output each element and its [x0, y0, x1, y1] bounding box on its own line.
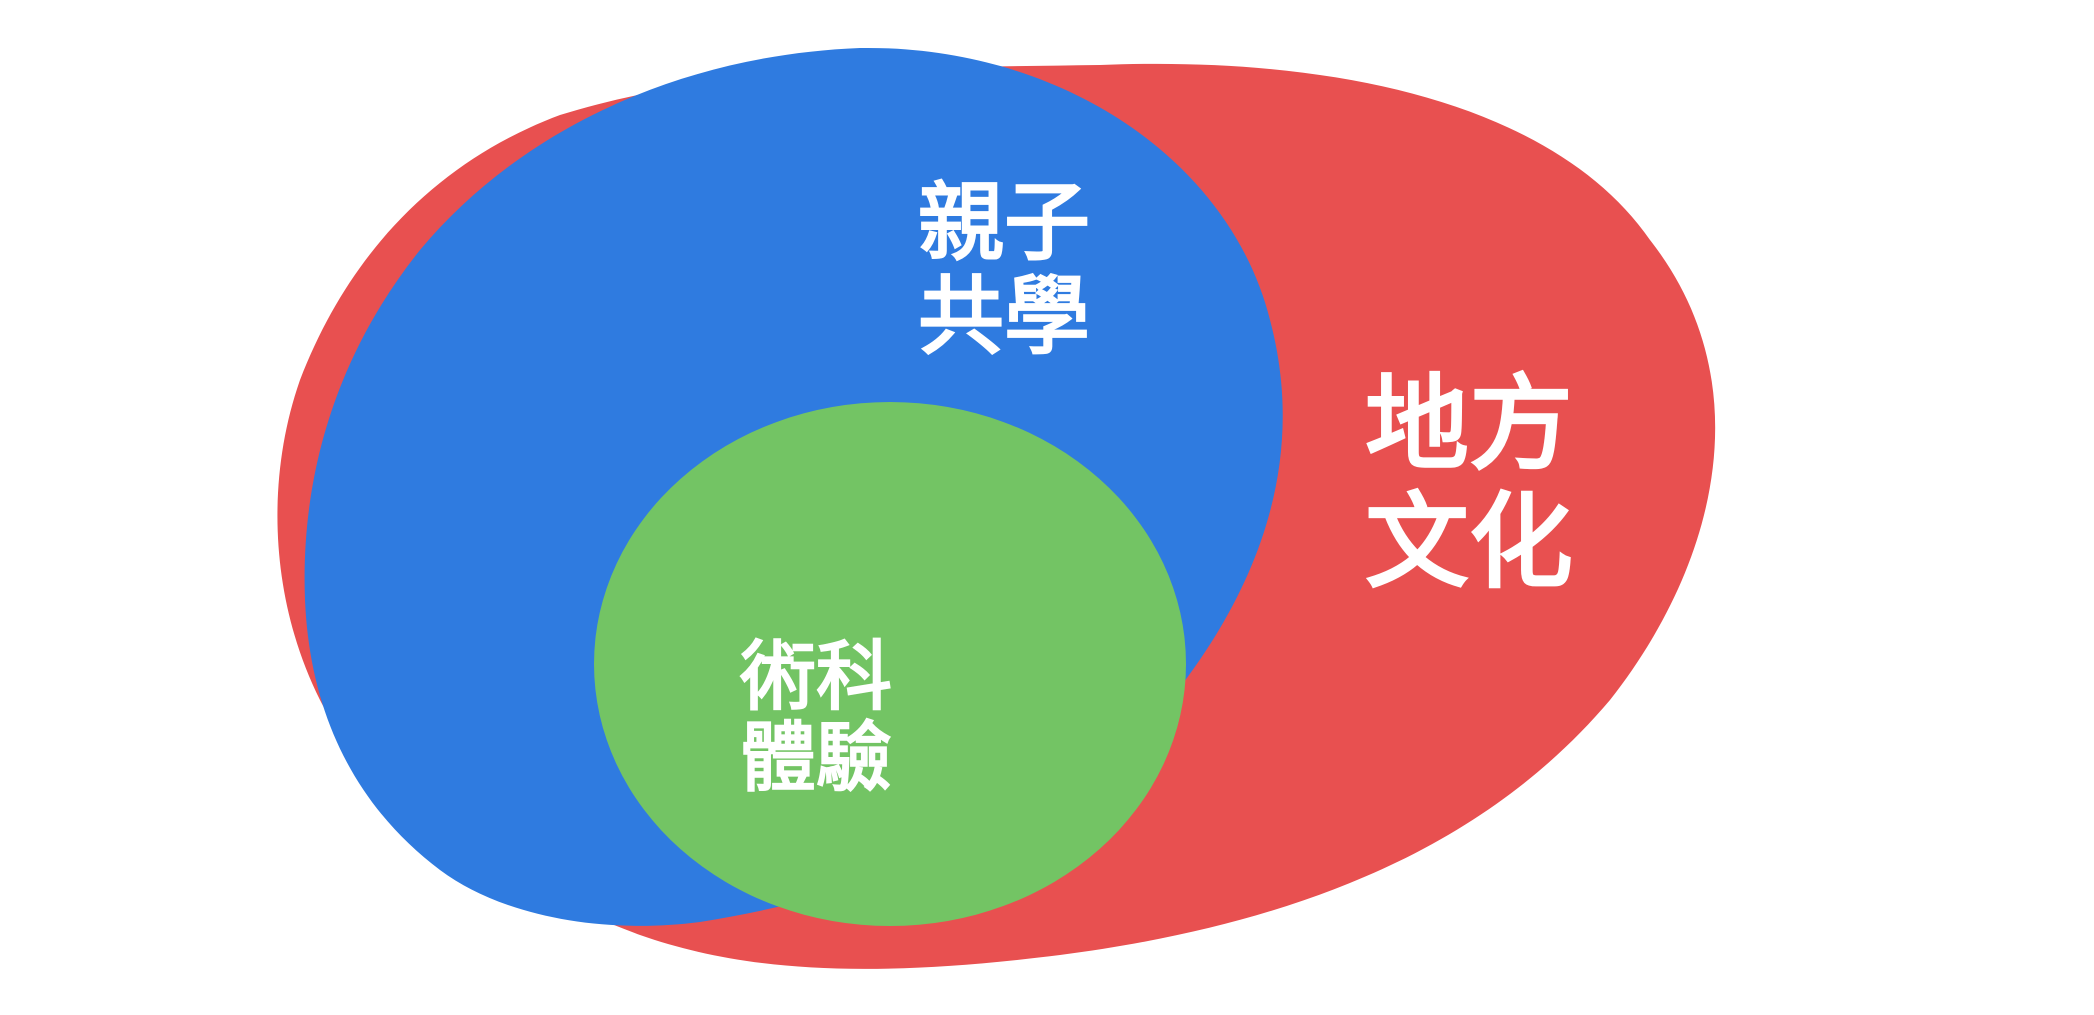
blue-region-label-line1: 親子 — [918, 173, 1090, 273]
blue-region-label: 親子 共學 — [918, 173, 1090, 367]
red-region-label-line1: 地方 — [1365, 363, 1573, 485]
red-region-label-line2: 文化 — [1365, 481, 1573, 603]
green-region-label-line1: 術科 — [739, 632, 892, 721]
green-region-label: 術科 體驗 — [739, 632, 892, 802]
green-region-label-line2: 體驗 — [740, 713, 892, 802]
blue-region-label-line2: 共學 — [918, 267, 1090, 367]
red-region-label: 地方 文化 — [1365, 363, 1573, 603]
green-region-blob — [594, 402, 1186, 926]
